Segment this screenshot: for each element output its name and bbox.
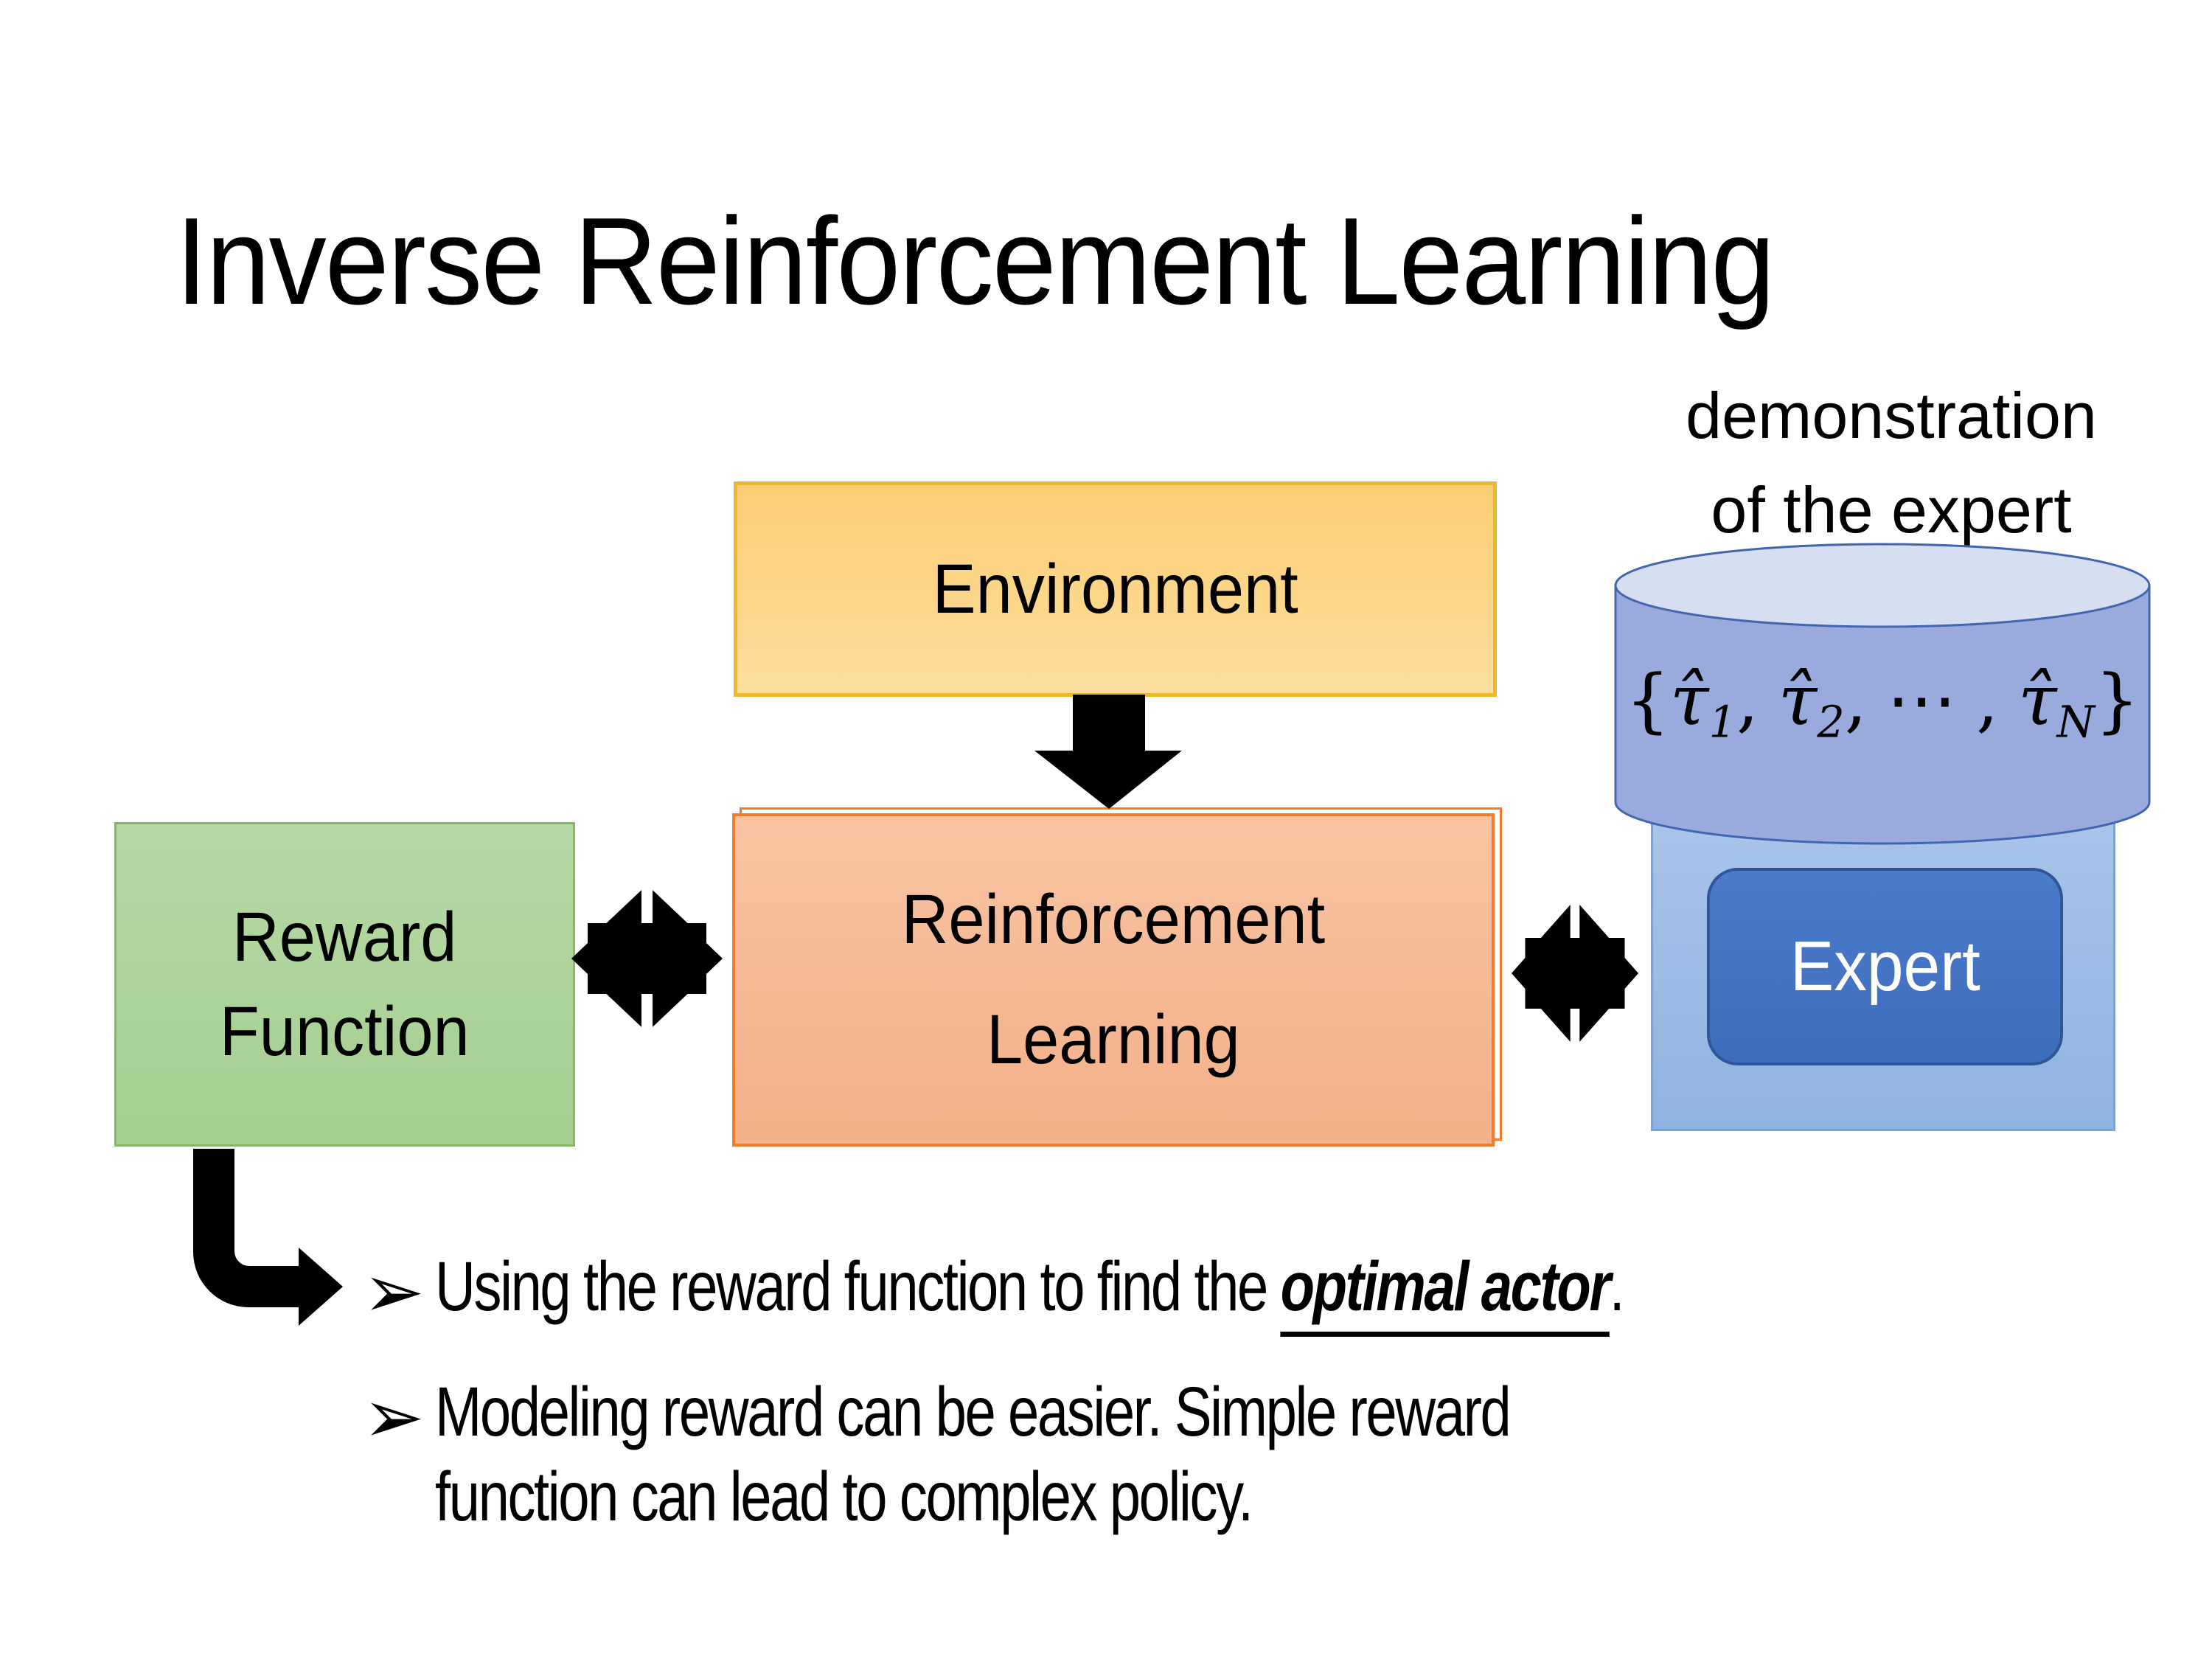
environment-label: Environment <box>932 549 1298 628</box>
bullet-1-prefix: Using the reward function to find the <box>435 1248 1281 1326</box>
bullet-1-suffix: . <box>1609 1248 1625 1326</box>
reward-function-label-line2: Function <box>220 992 470 1071</box>
reinforcement-learning-label: Reinforcement Learning <box>902 860 1326 1101</box>
demonstration-label-line2: of the expert <box>1711 473 2072 546</box>
page-title: Inverse Reinforcement Learning <box>175 192 1775 330</box>
bullet-2-line1: Modeling reward can be easier. Simple re… <box>435 1373 1512 1451</box>
expert-box: Expert <box>1707 868 2063 1065</box>
optimal-actor-highlight: optimal actor <box>1280 1248 1611 1337</box>
reinforcement-learning-label-line1: Reinforcement <box>901 880 1326 959</box>
reward-function-label: Reward Function <box>220 890 470 1079</box>
reinforcement-learning-label-line2: Learning <box>987 1001 1240 1079</box>
elbow-arrow-icon <box>193 1149 343 1326</box>
formula-tau1: τ̂ <box>1669 660 1709 741</box>
down-arrow-icon <box>1034 695 1182 809</box>
environment-box: Environment <box>734 481 1497 697</box>
reinforcement-learning-box: Reinforcement Learning <box>732 813 1495 1147</box>
left-exchange-arrow-icon <box>571 885 723 1032</box>
formula-tauN: τ̂ <box>2017 660 2057 741</box>
bullet-1-arrowhead-icon: ➢ <box>363 1251 425 1333</box>
demonstration-label: demonstration of the expert <box>1593 369 2190 557</box>
trajectory-formula: {τ̂1,τ̂2,⋯,τ̂N} <box>1625 660 2140 748</box>
formula-dots: ⋯ <box>1886 660 1957 741</box>
bullet-2-arrowhead-icon: ➢ <box>363 1376 425 1458</box>
cylinder-top <box>1614 543 2151 628</box>
bullet-2-text: Modeling reward can be easier. Simple re… <box>435 1370 1512 1540</box>
right-exchange-arrow-icon <box>1512 900 1638 1047</box>
cylinder-body <box>1614 584 2151 845</box>
demonstration-cylinder <box>1614 543 2151 845</box>
bullet-1-text: Using the reward function to find the op… <box>435 1245 1625 1337</box>
bullet-2-line2: function can lead to complex policy. <box>435 1458 1253 1536</box>
demonstration-label-line1: demonstration <box>1686 379 2097 452</box>
formula-open-brace: { <box>1625 660 1670 741</box>
reward-function-label-line1: Reward <box>232 897 457 976</box>
formula-tau2: τ̂ <box>1778 660 1818 741</box>
reward-function-box: Reward Function <box>114 822 575 1147</box>
formula-close-brace: } <box>2095 660 2140 741</box>
expert-label: Expert <box>1790 927 1980 1006</box>
